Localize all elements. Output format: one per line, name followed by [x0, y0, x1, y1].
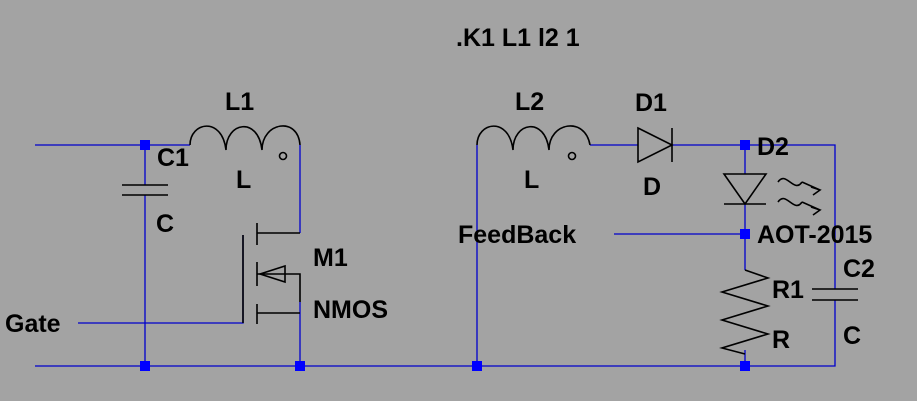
- l1-ref-label: L1: [225, 88, 254, 116]
- capacitor-c2[interactable]: [812, 288, 858, 301]
- resistor-r1[interactable]: [719, 269, 771, 355]
- l2-value-label: L: [524, 166, 539, 194]
- junctions: [140, 140, 750, 371]
- junction-c1-top: [140, 140, 150, 150]
- d2-value-label: AOT-2015: [757, 221, 872, 249]
- net-label-gate[interactable]: Gate: [5, 310, 61, 338]
- capacitor-c1[interactable]: [122, 184, 168, 196]
- junction-feedback: [740, 229, 750, 239]
- transistor-m1[interactable]: [242, 223, 301, 324]
- d2-ref-label: D2: [757, 133, 789, 161]
- led-light-icon: [777, 177, 803, 207]
- l1-value-label: L: [236, 166, 251, 194]
- inductor-l1[interactable]: [189, 125, 301, 161]
- m1-value-label: NMOS: [313, 296, 388, 324]
- r1-ref-label: R1: [772, 276, 804, 304]
- c1-value-label: C: [156, 210, 174, 238]
- l2-ref-label: L2: [515, 88, 544, 116]
- led-d2[interactable]: [722, 173, 822, 216]
- diode-d1[interactable]: [637, 126, 674, 164]
- wire-gate: [78, 235, 244, 324]
- wires: [35, 144, 836, 367]
- wire-d1-to-node: [672, 144, 836, 289]
- junction-d2-top: [740, 140, 750, 150]
- d1-ref-label: D1: [635, 89, 667, 117]
- r1-value-label: R: [772, 326, 790, 354]
- inductor-l2[interactable]: [476, 125, 591, 161]
- junction-source-ground: [295, 361, 305, 371]
- d1-value-label: D: [643, 173, 661, 201]
- net-label-feedback[interactable]: FeedBack: [458, 221, 576, 249]
- wire-c2-bottom: [745, 300, 836, 367]
- junction-r1-ground: [740, 361, 750, 371]
- c2-ref-label: C2: [843, 255, 875, 283]
- c1-ref-label: C1: [157, 144, 189, 172]
- m1-ref-label: M1: [313, 244, 348, 272]
- labels: .K1 L1 l2 1 Gate FeedBack C1 C L1 L M1 N…: [5, 24, 875, 354]
- c2-value-label: C: [843, 322, 861, 350]
- spice-directive[interactable]: .K1 L1 l2 1: [456, 24, 580, 52]
- junction-c1-ground: [140, 361, 150, 371]
- junction-l2-ground: [472, 361, 482, 371]
